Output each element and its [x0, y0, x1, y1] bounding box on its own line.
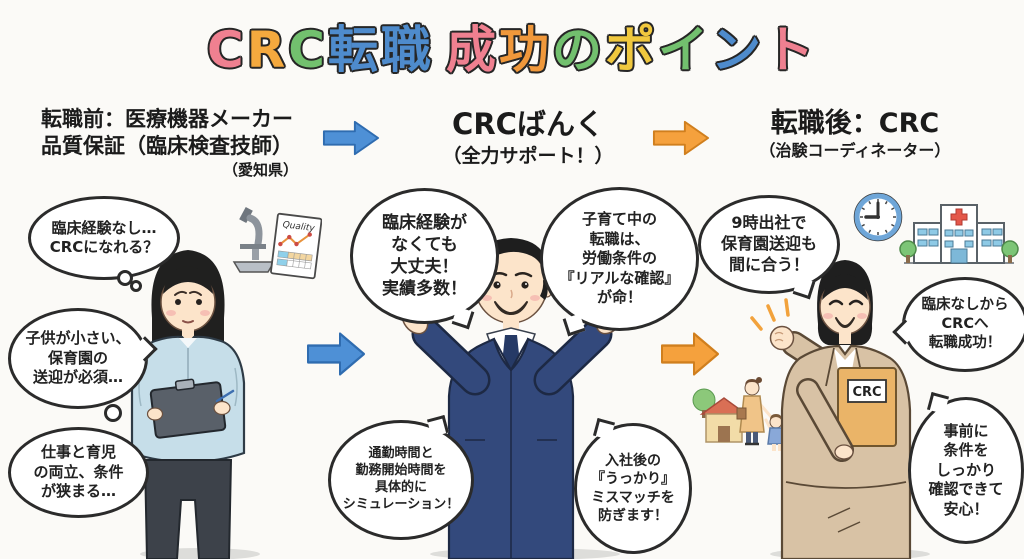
stage-before-header: 転職前：医療機器メーカー 品質保証（臨床検査技師） （愛知県）: [22, 106, 312, 180]
thought-dot: [130, 280, 142, 292]
bubble-text: 子供が小さい、 保育園の 送迎が必須…: [25, 329, 131, 387]
thought-dot: [117, 270, 133, 286]
speech-bubble-support-3: 通勤時間と 勤務開始時間を 具体的に シミュレーション！: [328, 414, 474, 540]
speech-bubble-support-4: 入社後の 『うっかり』 ミスマッチを 防ぎます！: [574, 417, 692, 554]
crc-folder-label: CRC: [852, 385, 881, 400]
microscope-icon: [232, 206, 276, 273]
speech-bubble-support-2: 子育て中の 転職は、 労働条件の 『リアルな確認』 が命！: [540, 187, 699, 337]
bubble-tail: [592, 417, 616, 441]
speech-bubble-after-1: 9時出社で 保育園送迎も 間に合う！: [698, 195, 840, 300]
page-title: CRC転職 成功のポイント: [207, 21, 817, 79]
crc-woman-illustration: CRC: [742, 250, 968, 559]
bubble-text: 通勤時間と 勤務開始時間を 具体的に シミュレーション！: [342, 446, 460, 512]
pen-icon: [215, 389, 235, 403]
thought-dot: [104, 404, 122, 422]
stage-support-subtitle: （全力サポート！）: [442, 144, 614, 167]
speech-bubble-before-1: 臨床経験なし… CRCになれる？: [28, 196, 180, 280]
stage-after-subtitle: （治験コーディネーター）: [759, 141, 951, 161]
jobseeker-woman-illustration: [125, 238, 270, 559]
bubble-text: 入社後の 『うっかり』 ミスマッチを 防ぎます！: [591, 453, 675, 524]
bubble-text: 臨床なしから CRCへ 転職成功！: [921, 297, 1009, 351]
bubble-text: 臨床経験が なくても 大丈夫！ 実績多数！: [382, 212, 467, 300]
stage-support-header: CRCばんく （全力サポート！）: [408, 106, 648, 168]
bubble-text: 9時出社で 保育園送迎も 間に合う！: [720, 213, 817, 274]
stage-before-line1: 転職前：医療機器メーカー: [41, 107, 293, 131]
speech-bubble-support-1: 臨床経験が なくても 大丈夫！ 実績多数！: [350, 188, 499, 330]
bubble-text: 臨床経験なし… CRCになれる？: [49, 218, 159, 257]
bubble-text: 事前に 条件を しっかり 確認できて 安心！: [928, 421, 1004, 518]
arrow-right-icon: [306, 330, 366, 378]
arrow-right-icon: [660, 330, 720, 378]
hospital-icon: [898, 197, 1020, 269]
stage-before-location: （愛知県）: [222, 160, 298, 179]
speech-bubble-after-3: 事前に 条件を しっかり 確認できて 安心！: [908, 391, 1024, 544]
arrow-right-icon: [322, 119, 380, 157]
quality-doc-label: Quality: [282, 220, 316, 234]
arrow-right-icon: [652, 119, 710, 157]
stage-before-line2: 品質保証（臨床検査技師）: [41, 134, 293, 159]
bubble-text: 子育て中の 転職は、 労働条件の 『リアルな確認』 が命！: [559, 210, 680, 307]
speech-bubble-before-3: 仕事と育児 の両立、条件 が狭まる…: [8, 427, 149, 518]
speech-bubble-after-2: 臨床なしから CRCへ 転職成功！: [892, 277, 1024, 372]
clock-icon: [853, 192, 903, 242]
bubble-text: 仕事と育児 の両立、条件 が狭まる…: [33, 443, 124, 501]
quality-report-icon: Quality: [270, 212, 323, 280]
speech-bubble-before-2: 子供が小さい、 保育園の 送迎が必須…: [8, 308, 158, 409]
crc-folder-icon: CRC: [837, 367, 897, 447]
stage-after-title: 転職後：CRC: [770, 108, 940, 139]
stage-support-title: CRCばんく: [452, 107, 604, 141]
sparkle-icon: [750, 298, 790, 331]
quality-tools-icons: Quality: [222, 200, 323, 280]
bubble-tail: [926, 391, 950, 415]
stage-after-header: 転職後：CRC （治験コーディネーター）: [730, 106, 980, 162]
